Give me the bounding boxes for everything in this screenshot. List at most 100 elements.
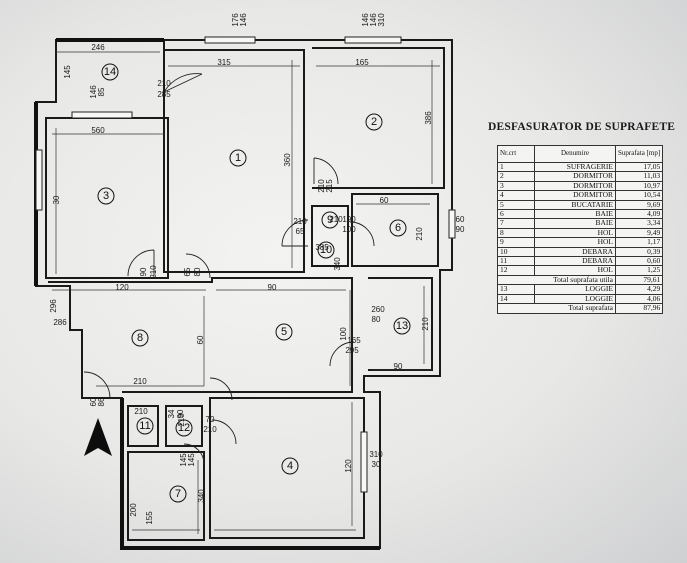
room-number: 5 <box>281 326 287 338</box>
room-marker-circle <box>101 63 119 81</box>
dimension-label: 210 <box>317 179 326 193</box>
dimension-label: 90 <box>139 267 148 276</box>
room-marker-circle <box>317 241 335 259</box>
room-number: 9 <box>327 214 333 226</box>
room-number: 6 <box>395 222 401 234</box>
dimension-label: 560 <box>91 126 105 135</box>
cell-nr: 4 <box>497 190 535 201</box>
room-marker-circle <box>131 329 149 347</box>
cell-name: LOGGIE <box>534 284 616 295</box>
room-marker-circle <box>175 419 193 437</box>
dimension-label: 210 <box>203 425 217 434</box>
room-number: 10 <box>320 244 332 256</box>
window <box>204 36 256 44</box>
dimension-label: 315 <box>217 58 231 67</box>
cell-name: DORMITOR <box>534 171 616 182</box>
room-number: 7 <box>175 488 181 500</box>
dimension-label: 246 <box>91 43 105 52</box>
dimension-label: 145 <box>187 453 196 467</box>
room-number: 11 <box>139 420 150 432</box>
cell-area: 1,17 <box>614 237 664 248</box>
room-number: 14 <box>104 66 116 78</box>
dimension-label: 34 <box>167 409 176 418</box>
dimension-label: 90 <box>176 409 185 418</box>
dimension-label: 210 <box>177 413 186 427</box>
dimension-label: 286 <box>53 318 67 327</box>
cell-name: HOL <box>534 237 616 248</box>
room-number: 3 <box>103 190 109 202</box>
cell-name: DORMITOR <box>534 190 616 201</box>
dimension-label: 340 <box>197 489 206 503</box>
cell-area: 11,03 <box>614 171 664 182</box>
room-number: 12 <box>178 422 190 434</box>
dimension-label: 146 <box>89 85 98 99</box>
cell-area: 1,25 <box>614 265 664 276</box>
door-swing <box>127 249 155 277</box>
cell-nr: 14 <box>497 293 535 305</box>
cell-area: 4,29 <box>614 284 664 295</box>
dimension-label: 60 <box>196 335 205 344</box>
window <box>344 36 402 44</box>
dimension-label: 210 <box>157 79 171 88</box>
dimension-label: 65 <box>183 267 192 276</box>
dimension-label: 120 <box>344 459 353 473</box>
cell-name: BAIE <box>534 218 616 229</box>
room-marker-circle <box>97 187 115 205</box>
dimension-label: 360 <box>283 153 292 167</box>
room-marker-circle <box>169 485 187 503</box>
door-swing <box>183 443 205 465</box>
dimension-label: 80 <box>193 267 202 276</box>
room-marker-circle <box>365 113 383 131</box>
room-1-wall <box>163 40 305 273</box>
room-marker-circle <box>136 417 154 435</box>
room-number: 13 <box>396 320 408 332</box>
dimension-label: 210 <box>421 317 430 331</box>
col-name: Denumire <box>534 145 616 163</box>
door-swing <box>83 371 111 399</box>
room-marker-circle <box>389 219 407 237</box>
room-marker-circle <box>275 323 293 341</box>
north-arrow-icon <box>84 418 112 456</box>
dimension-label: 260 <box>371 305 385 314</box>
door-swing <box>349 221 375 247</box>
cell-nr: 13 <box>497 284 535 295</box>
total-value: 87,96 <box>614 303 664 314</box>
dimension-label: 60 <box>380 196 389 205</box>
door-swing <box>211 419 237 445</box>
cell-nr: 7 <box>497 218 535 229</box>
cell-nr: 9 <box>497 237 535 248</box>
dimension-label: 295 <box>345 346 359 355</box>
dimension-label: 70 <box>206 415 215 424</box>
door-swing <box>313 157 339 185</box>
dimension-label: 285 <box>157 90 171 99</box>
dimension-label: 210 <box>134 407 148 416</box>
room-number: 8 <box>137 332 143 344</box>
door-swing <box>163 73 203 93</box>
dimension-label: 65 <box>296 227 305 236</box>
dimension-label: 86 <box>97 397 106 406</box>
dimension-label: 386 <box>424 111 433 125</box>
room-number: 2 <box>371 116 377 128</box>
dimension-label: 146 <box>361 13 370 27</box>
dimension-label: 145 <box>63 65 72 79</box>
col-nr: Nr.crt <box>497 145 535 163</box>
dimension-label: 146 <box>369 13 378 27</box>
cell-nr: 2 <box>497 171 535 182</box>
dimension-label: 60 <box>456 215 465 224</box>
dimension-label: 146 <box>239 13 248 27</box>
